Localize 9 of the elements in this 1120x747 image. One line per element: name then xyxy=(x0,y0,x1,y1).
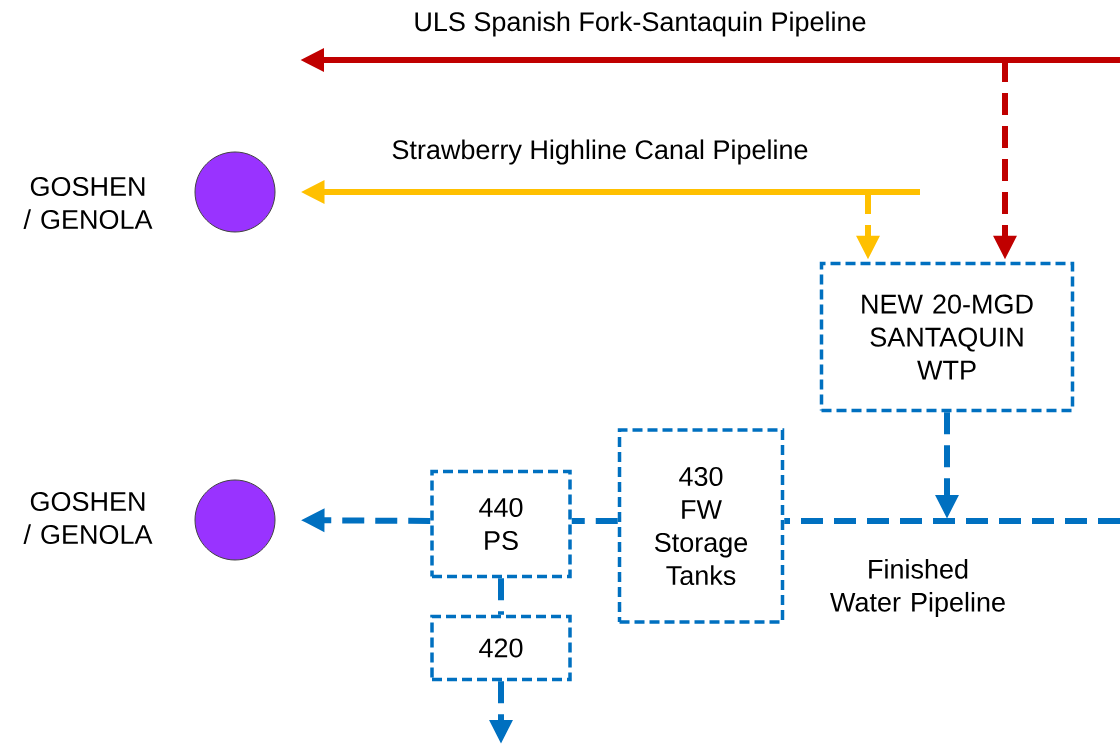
process-box: NEW 20-MGD SANTAQUIN WTP xyxy=(819,261,1075,413)
process-box: 440 PS xyxy=(430,469,572,579)
edge-label: Strawberry Highline Canal Pipeline xyxy=(392,139,808,165)
process-box: 430 FW Storage Tanks xyxy=(617,428,785,624)
pipeline-label: ULS Spanish Fork-Santaquin Pipeline xyxy=(415,11,866,37)
edge-label: Finished Water Pipeline xyxy=(830,558,1005,618)
place-label: GOSHEN / GENOLA xyxy=(23,176,153,230)
process-box: 420 xyxy=(430,614,572,682)
place-label: GOSHEN / GENOLA xyxy=(23,491,153,545)
